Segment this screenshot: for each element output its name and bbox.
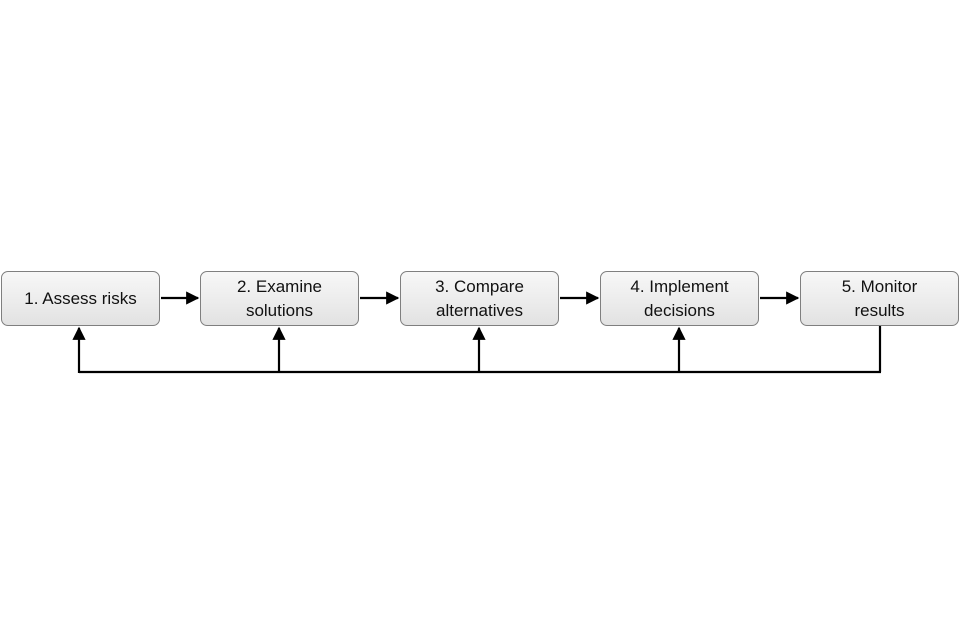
step-label: 1. Assess risks — [24, 288, 137, 308]
step-label: 4. Implement decisions — [630, 276, 729, 320]
step-label: 3. Compare alternatives — [435, 276, 524, 320]
step-label: 5. Monitor results — [841, 276, 918, 320]
step-box-monitor-results: 5. Monitor results — [800, 271, 959, 326]
step-label: 2. Examine solutions — [236, 276, 323, 320]
step-box-compare-alternatives: 3. Compare alternatives — [400, 271, 559, 326]
step-box-assess-risks: 1. Assess risks — [1, 271, 160, 326]
step-box-implement-decisions: 4. Implement decisions — [600, 271, 759, 326]
step-box-examine-solutions: 2. Examine solutions — [200, 271, 359, 326]
